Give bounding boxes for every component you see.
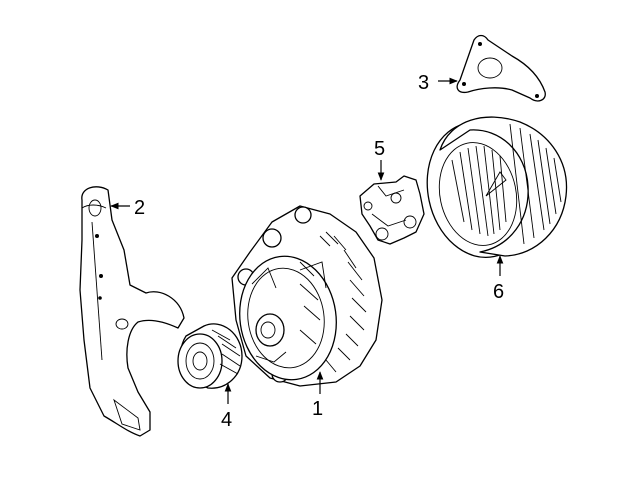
- mounting-bracket-part: [79, 186, 185, 437]
- callout-4: 4: [221, 409, 232, 431]
- callout-5: 5: [374, 138, 385, 160]
- callout-2: 2: [134, 197, 145, 219]
- alternator-fins: [299, 231, 367, 373]
- callout-labels: 1 2 3 4 5 6: [134, 72, 504, 431]
- rear-cover-part: [426, 116, 568, 259]
- alternator-part: [231, 205, 383, 387]
- callout-1: 1: [312, 398, 323, 420]
- callout-6: 6: [493, 281, 504, 303]
- callout-3: 3: [418, 72, 429, 94]
- voltage-regulator-part: [359, 175, 425, 245]
- pulley-part: [177, 323, 243, 389]
- upper-bracket-part: [456, 34, 546, 102]
- callout-leaders: [110, 77, 504, 404]
